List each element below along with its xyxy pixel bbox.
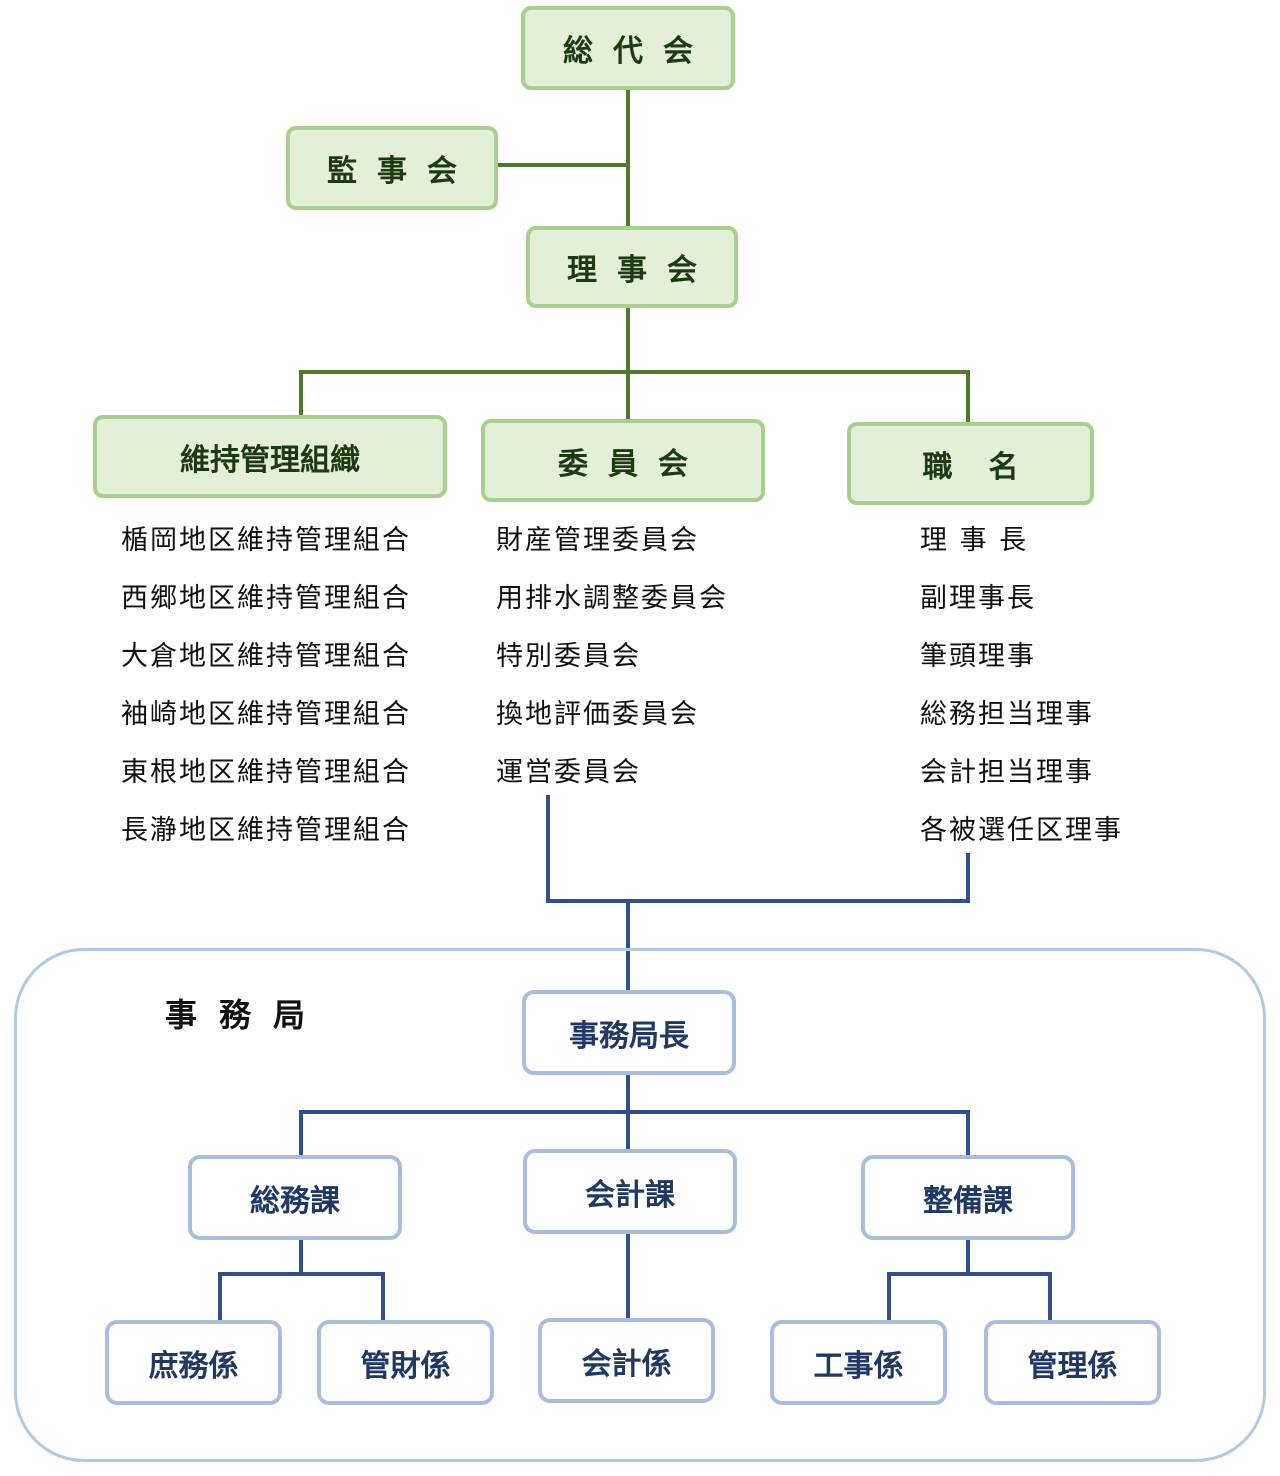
positions-list: 理 事 長 副理事長 筆頭理事 総務担当理事 会計担当理事 各被選任区理事 [920,512,1123,860]
list-item: 副理事長 [920,583,1036,614]
auditors-box: 監事会 [286,126,498,210]
maintenance-list: 楯岡地区維持管理組合 西郷地区維持管理組合 大倉地区維持管理組合 袖崎地区維持管… [121,512,411,860]
list-item: 東根地区維持管理組合 [121,757,411,788]
list-item: 長瀞地区維持管理組合 [121,815,411,846]
committees-box: 委員会 [481,419,765,502]
general-affairs-section-box: 総務課 [188,1155,402,1240]
list-item: 換地評価委員会 [496,699,699,730]
accounting-section-box: 会計課 [523,1149,737,1234]
director-box: 事務局長 [522,990,736,1075]
list-item: 会計担当理事 [920,757,1094,788]
list-item: 特別委員会 [496,641,641,672]
general-assembly-box: 総代会 [521,6,735,90]
property-unit-box: 管財係 [317,1320,494,1405]
blue-connectors [218,795,1052,1322]
list-item: 用排水調整委員会 [496,583,728,614]
green-connectors [299,88,970,423]
clerical-unit-box: 庶務係 [105,1320,282,1405]
list-item: 筆頭理事 [920,641,1036,672]
list-item: 理 事 長 [920,525,1029,556]
maintenance-org-box: 維持管理組織 [93,415,447,498]
list-item: 大倉地区維持管理組合 [121,641,411,672]
list-item: 運営委員会 [496,757,641,788]
construction-unit-box: 工事係 [770,1320,947,1405]
secretariat-label: 事務局 [165,996,328,1034]
management-unit-box: 管理係 [984,1320,1161,1405]
board-box: 理事会 [526,226,738,308]
list-item: 総務担当理事 [920,699,1094,730]
maintenance-section-box: 整備課 [861,1155,1075,1240]
secretariat-container [14,948,1266,1462]
positions-box: 職名 [847,422,1094,505]
list-item: 西郷地区維持管理組合 [121,583,411,614]
committees-list: 財産管理委員会 用排水調整委員会 特別委員会 換地評価委員会 運営委員会 [496,512,728,802]
list-item: 袖崎地区維持管理組合 [121,699,411,730]
accounting-unit-box: 会計係 [538,1318,715,1403]
list-item: 楯岡地区維持管理組合 [121,525,411,556]
list-item: 財産管理委員会 [496,525,699,556]
list-item: 各被選任区理事 [920,815,1123,846]
